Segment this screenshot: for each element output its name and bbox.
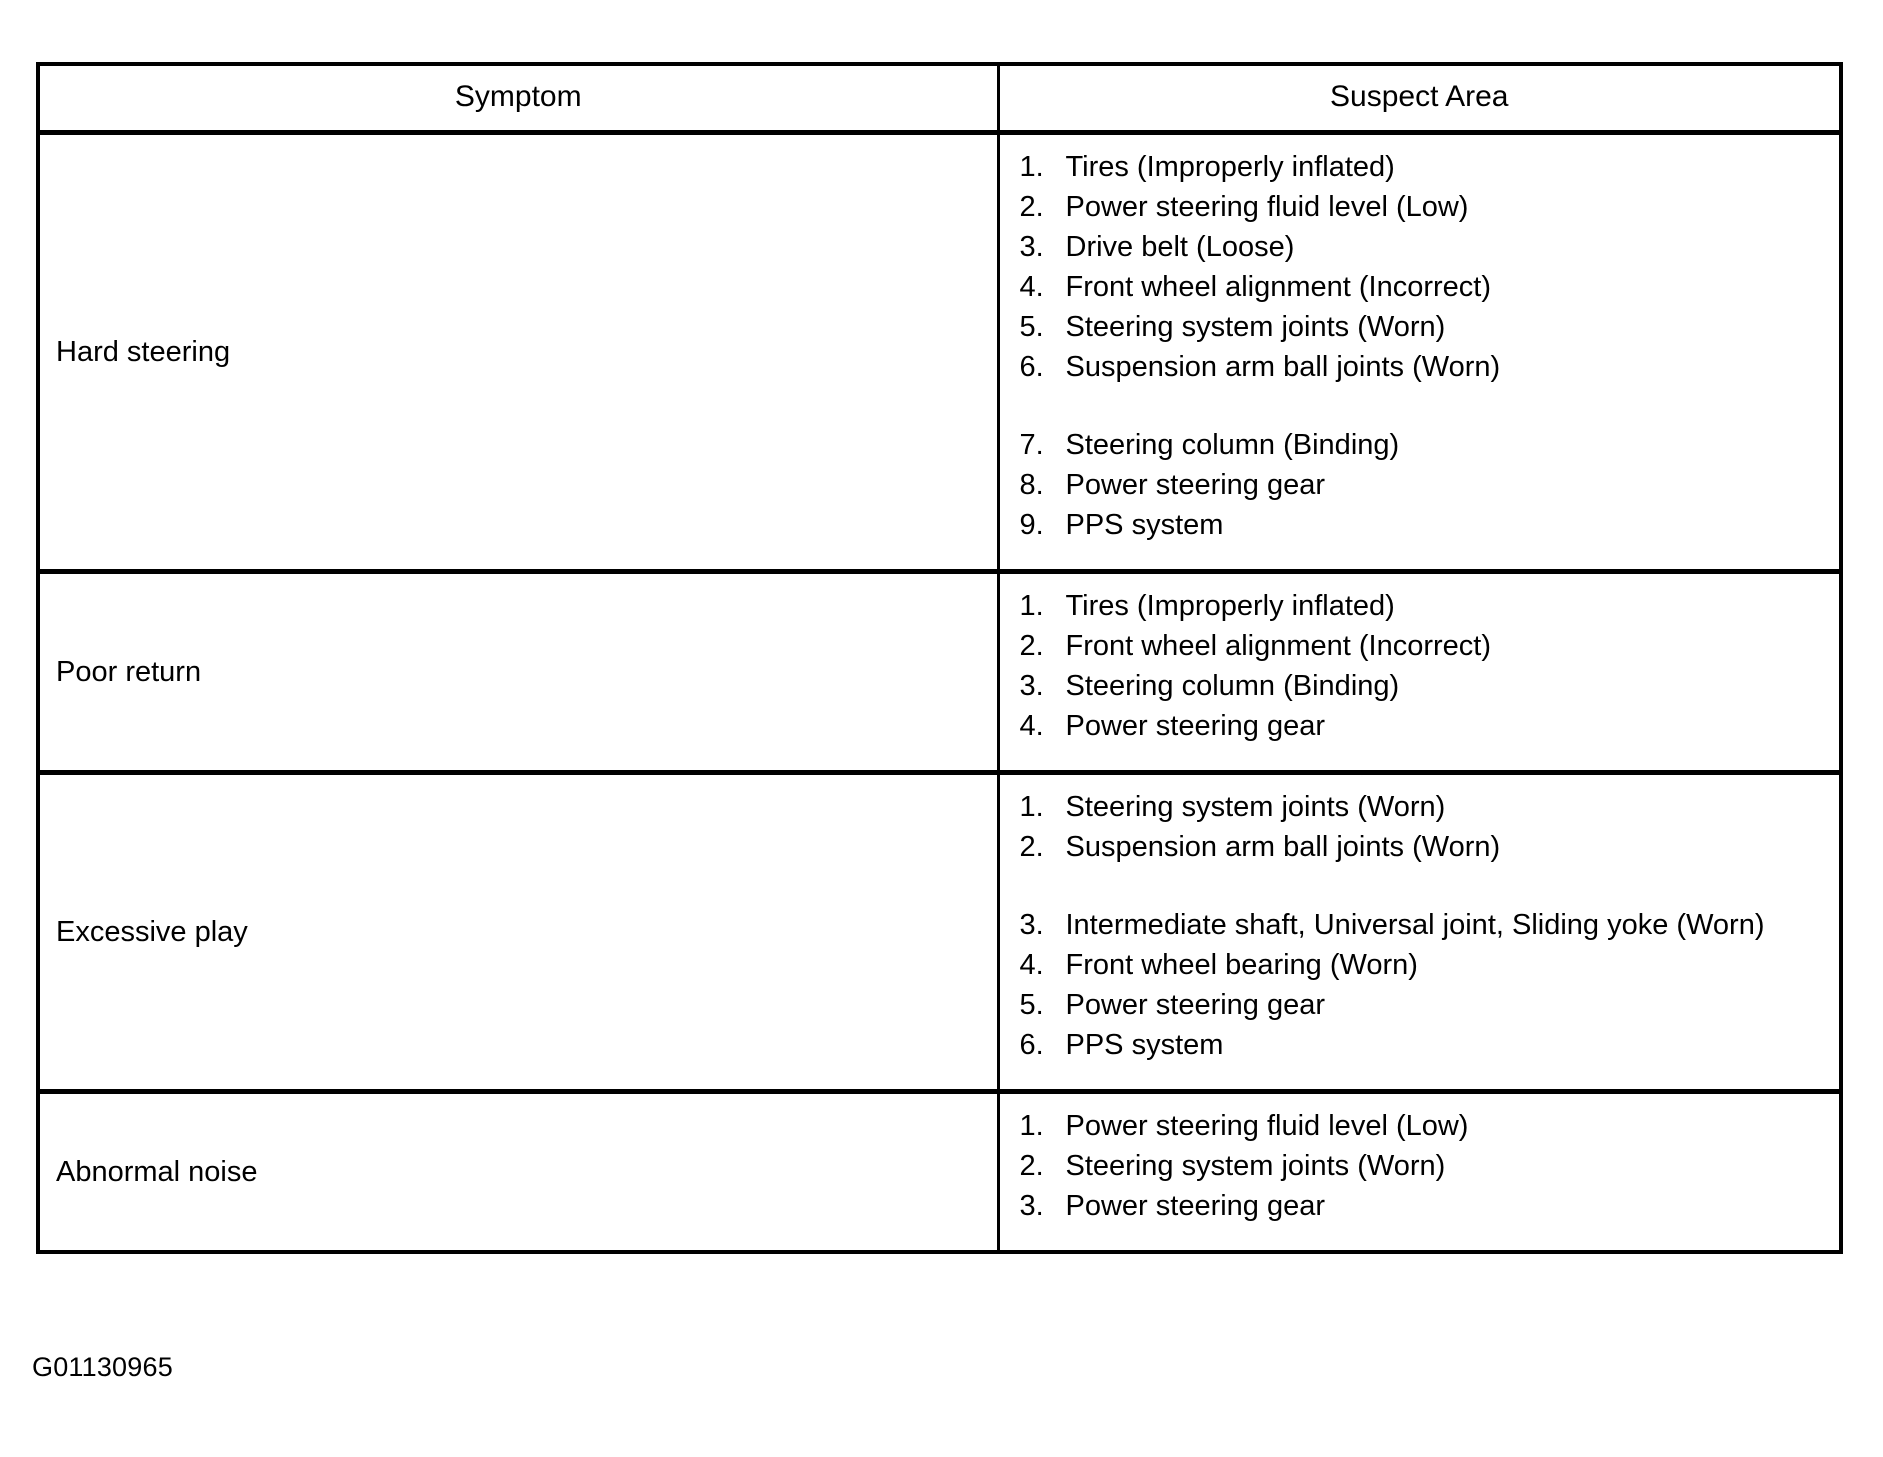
suspect-list-item: 4. Front wheel bearing (Worn) (1020, 951, 1830, 991)
suspect-item-number: 5. (1019, 311, 1044, 343)
suspect-area-list: 1. Tires (Improperly inflated) 2. Front whe… (1000, 592, 1840, 752)
suspect-item-number: 3. (1019, 670, 1044, 702)
suspect-item-number: 4. (1019, 271, 1044, 303)
suspect-item-number: 6. (1019, 1029, 1044, 1061)
suspect-item-text: Power steering gear (1065, 1190, 1326, 1222)
suspect-item-text: Power steering fluid level (Low) (1065, 191, 1469, 223)
suspect-item-text: Power steering fluid level (Low) (1065, 1110, 1469, 1142)
figure-code-label: G01130965 (32, 1352, 173, 1382)
suspect-list-item: 2. Suspension arm ball joints (Worn) (1020, 833, 1830, 873)
suspect-item-number: 2. (1019, 191, 1044, 223)
suspect-list-item: 2. Front wheel alignment (Incorrect) (1020, 632, 1830, 672)
suspect-list-item: 4. Power steering gear (1020, 712, 1830, 752)
suspect-item-number: 2. (1019, 630, 1044, 662)
suspect-list-item: 1. Tires (Improperly inflated) (1020, 592, 1830, 632)
suspect-area-cell: 1. Power steering fluid level (Low) 2. Stee… (998, 1089, 1841, 1252)
suspect-item-number: 3. (1019, 231, 1044, 263)
suspect-item-text: Front wheel bearing (Worn) (1065, 949, 1418, 981)
suspect-area-cell: 1. Tires (Improperly inflated) 2. Power ste… (998, 133, 1841, 572)
suspect-item-text: Steering system joints (Worn) (1065, 791, 1446, 823)
suspect-item-text: Power steering gear (1065, 710, 1326, 742)
suspect-item-number: 1. (1019, 791, 1044, 823)
suspect-area-cell: 1. Steering system joints (Worn) 2. Suspens… (998, 770, 1841, 1092)
table-row: Poor return 1. Tires (Improperly inflated)… (38, 569, 1841, 773)
suspect-list-item: 1. Tires (Improperly inflated) (1020, 153, 1830, 193)
symptom-cell: Excessive play (38, 770, 1000, 1092)
suspect-list-item: 6. Suspension arm ball joints (Worn) (1020, 353, 1830, 393)
suspect-list-item: 5. Steering system joints (Worn) (1020, 313, 1830, 353)
suspect-item-text: Tires (Improperly inflated) (1065, 151, 1395, 183)
suspect-list-item: 3. Steering column (Binding) (1020, 672, 1830, 712)
suspect-item-text: Front wheel alignment (Incorrect) (1065, 630, 1492, 662)
table-header-row: Symptom Suspect Area (38, 64, 1841, 135)
suspect-item-text: Drive belt (Loose) (1065, 231, 1295, 263)
suspect-area-list: 1. Power steering fluid level (Low) 2. Stee… (1000, 1112, 1840, 1232)
suspect-item-text: Intermediate shaft, Universal joint, Sli… (1065, 909, 1765, 941)
suspect-item-text: PPS system (1065, 1029, 1224, 1061)
suspect-item-text: Front wheel alignment (Incorrect) (1065, 271, 1492, 303)
symptom-suspect-table-container: Symptom Suspect Area Hard steering 1. Tire… (36, 62, 1843, 1254)
suspect-item-number: 1. (1019, 1110, 1044, 1142)
suspect-list-item: 2. Power steering fluid level (Low) (1020, 193, 1830, 233)
suspect-list-item: 3. Drive belt (Loose) (1020, 233, 1830, 273)
suspect-list-item: 8. Power steering gear (1020, 471, 1830, 511)
suspect-item-number: 6. (1019, 351, 1044, 383)
suspect-item-number: 1. (1019, 151, 1044, 183)
symptom-label: Abnormal noise (56, 1155, 258, 1188)
suspect-item-text: Power steering gear (1065, 469, 1326, 501)
table-row: Excessive play 1. Steering system joints (… (38, 770, 1841, 1092)
suspect-list-item: 2. Steering system joints (Worn) (1020, 1152, 1830, 1192)
suspect-item-number: 3. (1019, 1190, 1044, 1222)
suspect-item-text: PPS system (1065, 509, 1224, 541)
suspect-item-text: Tires (Improperly inflated) (1065, 590, 1395, 622)
symptom-label: Excessive play (56, 915, 248, 948)
suspect-list-item: 7. Steering column (Binding) (1020, 431, 1830, 471)
suspect-list-spacer (1020, 393, 1830, 431)
suspect-list-item: 9. PPS system (1020, 511, 1830, 551)
suspect-item-text: Steering system joints (Worn) (1065, 311, 1446, 343)
symptom-suspect-table: Symptom Suspect Area Hard steering 1. Tire… (36, 62, 1843, 1254)
suspect-item-number: 3. (1019, 909, 1044, 941)
suspect-list-item: 3. Intermediate shaft, Universal joint, S… (1020, 911, 1830, 951)
table-row: Hard steering 1. Tires (Improperly inflate… (38, 132, 1841, 572)
symptom-cell: Abnormal noise (38, 1089, 1000, 1252)
suspect-area-list: 1. Tires (Improperly inflated) 2. Power ste… (1000, 153, 1840, 551)
suspect-item-text: Suspension arm ball joints (Worn) (1065, 831, 1501, 863)
suspect-item-text: Suspension arm ball joints (Worn) (1065, 351, 1501, 383)
suspect-item-number: 1. (1019, 590, 1044, 622)
suspect-item-number: 4. (1019, 949, 1044, 981)
suspect-item-text: Steering system joints (Worn) (1065, 1150, 1446, 1182)
suspect-list-item: 3. Power steering gear (1020, 1192, 1830, 1232)
suspect-item-text: Steering column (Binding) (1065, 429, 1400, 461)
table-body: Hard steering 1. Tires (Improperly inflate… (38, 132, 1841, 1252)
symptom-cell: Poor return (38, 569, 1000, 773)
suspect-item-number: 9. (1019, 509, 1044, 541)
column-header-symptom: Symptom (38, 64, 1000, 135)
suspect-list-spacer (1020, 873, 1830, 911)
suspect-item-text: Power steering gear (1065, 989, 1326, 1021)
suspect-list-item: 4. Front wheel alignment (Incorrect) (1020, 273, 1830, 313)
suspect-item-number: 7. (1019, 429, 1044, 461)
suspect-item-number: 8. (1019, 469, 1044, 501)
table-row: Abnormal noise 1. Power steering fluid lev… (38, 1089, 1841, 1252)
column-header-suspect-area: Suspect Area (998, 64, 1841, 135)
suspect-item-number: 4. (1019, 710, 1044, 742)
suspect-list-item: 5. Power steering gear (1020, 991, 1830, 1031)
suspect-area-cell: 1. Tires (Improperly inflated) 2. Front whe… (998, 569, 1841, 773)
suspect-list-item: 1. Steering system joints (Worn) (1020, 793, 1830, 833)
suspect-item-text: Steering column (Binding) (1065, 670, 1400, 702)
suspect-area-list: 1. Steering system joints (Worn) 2. Suspens… (1000, 793, 1840, 1071)
suspect-list-item: 6. PPS system (1020, 1031, 1830, 1071)
suspect-item-number: 2. (1019, 1150, 1044, 1182)
symptom-cell: Hard steering (38, 132, 1000, 572)
suspect-item-number: 5. (1019, 989, 1044, 1021)
symptom-label: Poor return (56, 655, 202, 688)
suspect-list-item: 1. Power steering fluid level (Low) (1020, 1112, 1830, 1152)
suspect-item-number: 2. (1019, 831, 1044, 863)
table-header: Symptom Suspect Area (38, 64, 1841, 135)
symptom-label: Hard steering (56, 335, 231, 368)
